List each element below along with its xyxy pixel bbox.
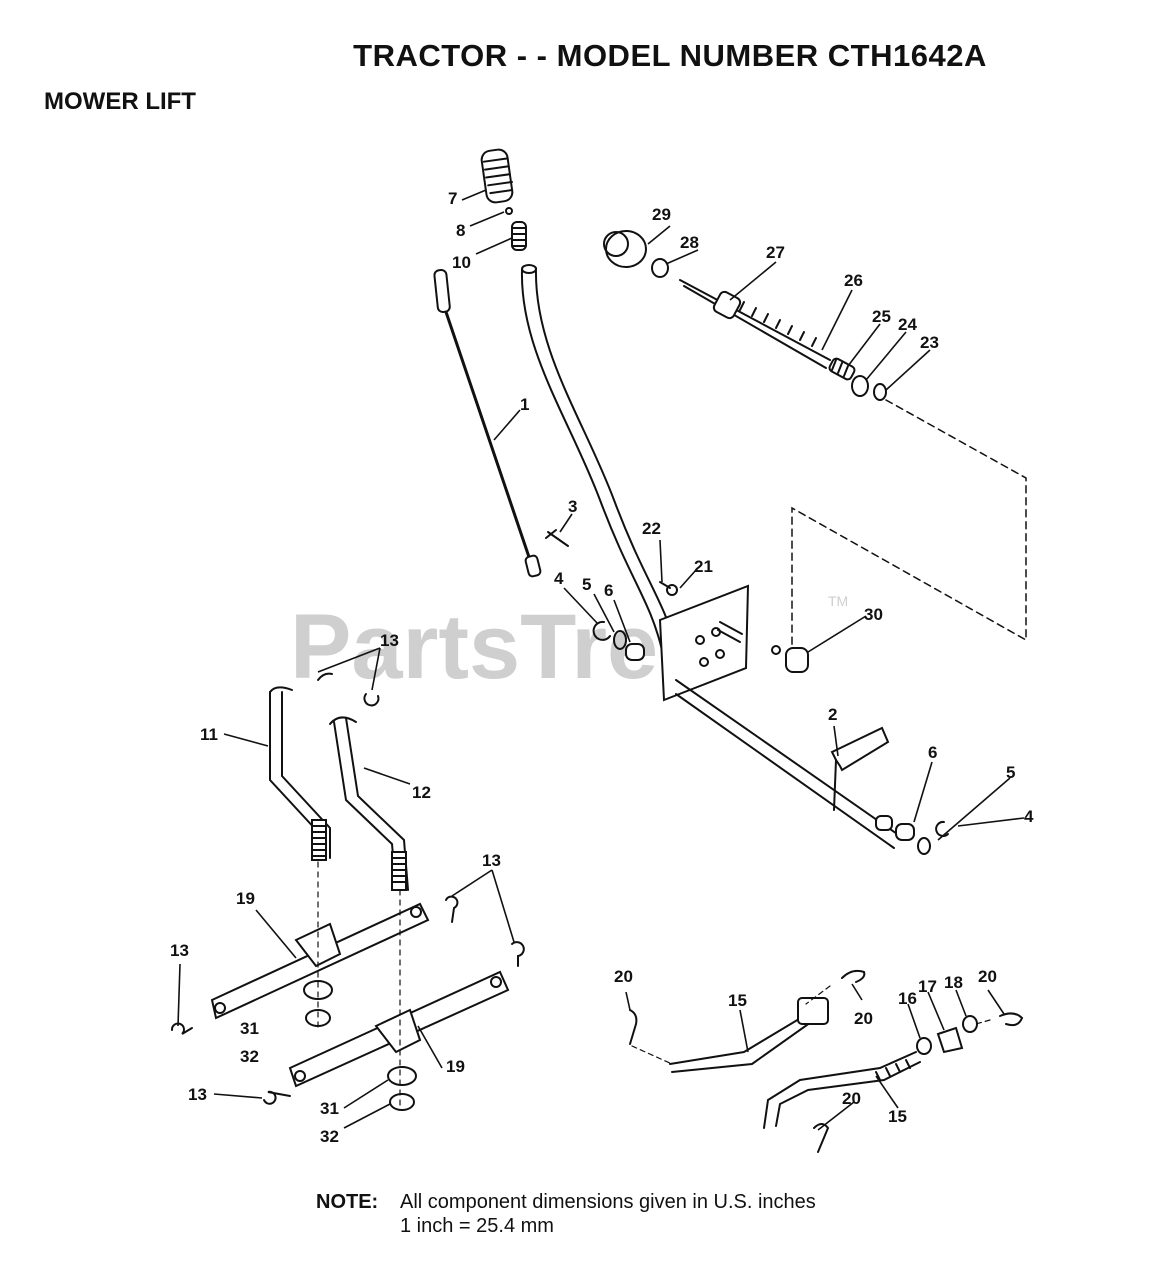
- callout-label: 5: [582, 575, 591, 594]
- callout-label: 28: [680, 233, 699, 252]
- callout-label: 3: [568, 497, 577, 516]
- callout-label: 6: [928, 743, 937, 762]
- callout-label: 25: [872, 307, 891, 326]
- part-10-spring: [511, 221, 527, 251]
- callout-labels: 1 2 3 4 4 5 5 6 6 7 8 10 11 12 13 13 13 …: [170, 189, 1034, 1146]
- callout-label: 20: [978, 967, 997, 986]
- callout-label: 16: [898, 989, 917, 1008]
- part-8-ball: [505, 207, 513, 215]
- callout-label: 22: [642, 519, 661, 538]
- callout-label: 13: [170, 941, 189, 960]
- lift-bracket-plate: [658, 584, 750, 702]
- part-18-washer: [962, 1015, 978, 1033]
- callout-label: 26: [844, 271, 863, 290]
- part-1-lift-rod: [433, 268, 542, 578]
- callout-label: 4: [1024, 807, 1034, 826]
- part-16-nut: [916, 1037, 932, 1055]
- part-28-nut: [651, 258, 669, 278]
- part-20-pin-bottom: [813, 1123, 830, 1153]
- section-title: MOWER LIFT: [44, 88, 196, 115]
- part-25-spring: [828, 357, 856, 381]
- callout-label: 17: [918, 977, 937, 996]
- callout-label: 7: [448, 189, 457, 208]
- callout-label: 13: [482, 851, 501, 870]
- callout-label: 19: [446, 1057, 465, 1076]
- part-15-rod-upper: [669, 997, 829, 1073]
- part-19-lever-upper: [210, 902, 430, 1020]
- part-5-washer-left: [613, 630, 627, 650]
- callout-label: 4: [554, 569, 564, 588]
- part-13-clip-top: [317, 672, 380, 707]
- part-17-bracket: [936, 1026, 964, 1054]
- callout-label: 10: [452, 253, 471, 272]
- callout-label: 21: [694, 557, 713, 576]
- part-30-knob: [771, 645, 809, 673]
- callout-label: 27: [766, 243, 785, 262]
- part-20-pin-left: [629, 1009, 638, 1045]
- note-line-1: All component dimensions given in U.S. i…: [400, 1191, 816, 1213]
- callout-label: 11: [200, 725, 218, 744]
- watermark-trademark: TM: [828, 593, 848, 609]
- leader-lines: [177, 189, 1025, 1131]
- part-5-washer-right: [917, 837, 931, 855]
- callout-label: 20: [614, 967, 633, 986]
- part-4-clip-left: [592, 620, 611, 641]
- part-31-bushing-lower: [387, 1066, 417, 1086]
- callout-label: 30: [864, 605, 883, 624]
- part-6-bushing-right: [895, 823, 915, 841]
- part-2-lift-shaft: [675, 679, 901, 849]
- part-20-pin-top: [841, 969, 866, 983]
- part-24-washer: [851, 375, 869, 397]
- page-title: TRACTOR - - MODEL NUMBER CTH1642A: [353, 38, 987, 73]
- callout-label: 31: [240, 1019, 259, 1038]
- callout-label: 1: [520, 395, 529, 414]
- part-13-clip-left: [171, 1022, 193, 1035]
- callout-label: 20: [842, 1089, 861, 1108]
- part-32-nut-lower: [389, 1093, 415, 1111]
- callout-label: 20: [854, 1009, 873, 1028]
- part-13-clip-right-b: [511, 941, 525, 967]
- callout-label: 6: [604, 581, 613, 600]
- part-12-lift-link: [329, 716, 409, 891]
- part-19-lever-lower: [288, 970, 510, 1088]
- lift-handle: [520, 264, 677, 651]
- callout-label: 29: [652, 205, 671, 224]
- part-13-clip-right-a: [445, 895, 459, 923]
- part-11-lift-link: [269, 686, 331, 861]
- callout-label: 31: [320, 1099, 339, 1118]
- note-line-2: 1 inch = 25.4 mm: [400, 1215, 554, 1237]
- callout-label: 15: [728, 991, 747, 1010]
- dimension-note: NOTE: All component dimensions given in U…: [316, 1190, 816, 1238]
- watermark-text: PartsTree: [290, 596, 709, 698]
- part-22-screw: [659, 581, 671, 589]
- callout-label: 24: [898, 315, 917, 334]
- part-6-bushing-left: [625, 643, 645, 661]
- callout-label: 19: [236, 889, 255, 908]
- part-4-clip-right: [935, 820, 949, 837]
- note-label: NOTE:: [316, 1191, 379, 1213]
- callout-label: 32: [320, 1127, 339, 1146]
- part-27-threaded-rod: [679, 279, 831, 369]
- callout-label: 15: [888, 1107, 907, 1126]
- callout-label: 8: [456, 221, 465, 240]
- callout-label: 18: [944, 973, 963, 992]
- callout-label: 13: [188, 1085, 207, 1104]
- part-23-nut: [873, 383, 887, 401]
- callout-label: 32: [240, 1047, 259, 1066]
- part-13-clip-bottom: [263, 1090, 291, 1105]
- part-7-grip: [480, 148, 514, 204]
- part-31-bushing-upper: [303, 980, 333, 1000]
- part-15-rod-lower: [763, 1051, 921, 1129]
- part-20-pin-right: [999, 1012, 1024, 1027]
- part-3-pin: [545, 529, 569, 547]
- callout-label: 12: [412, 783, 431, 802]
- part-21-nut: [666, 584, 678, 596]
- callout-label: 23: [920, 333, 939, 352]
- callout-label: 13: [380, 631, 399, 650]
- callout-label: 2: [828, 705, 837, 724]
- callout-label: 5: [1006, 763, 1015, 782]
